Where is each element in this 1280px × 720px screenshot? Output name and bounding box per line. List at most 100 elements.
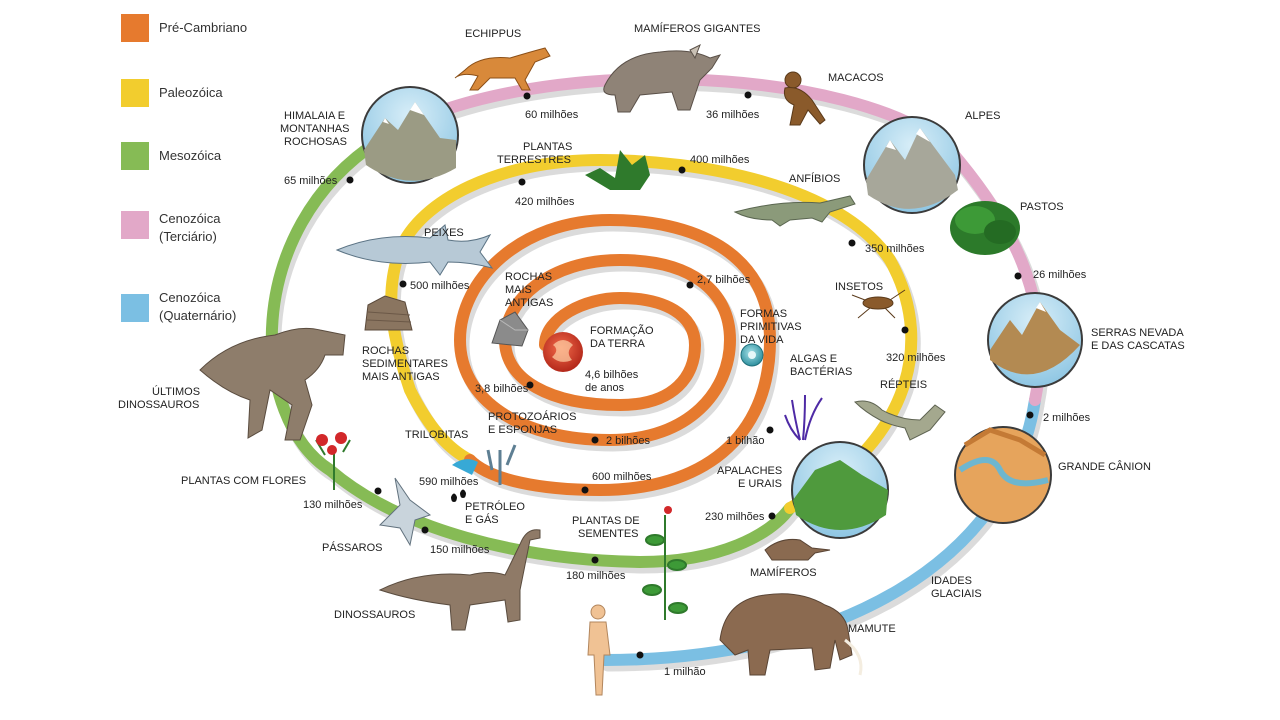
marker-65m	[346, 176, 354, 184]
label-age-36m: 36 milhões	[706, 109, 760, 121]
earth-formation-icon	[543, 332, 583, 372]
marker-130m	[374, 487, 382, 495]
label-age-500m: 500 milhões	[410, 280, 470, 292]
legend-label-terciario-sub: (Terciário)	[159, 229, 217, 244]
algae-seaweed	[784, 394, 823, 441]
label-age-65m: 65 milhões	[284, 175, 338, 187]
trilobite	[452, 459, 478, 475]
reptile-lizard	[854, 400, 946, 441]
legend-swatch-quaternario	[121, 294, 149, 322]
red-flower-plant	[315, 432, 351, 490]
label-peixes: PEIXES	[424, 227, 464, 239]
legend-label-precambriano: Pré-Cambriano	[159, 20, 247, 35]
label-mamiferos-gigantes: MAMÍFEROS GIGANTES	[634, 22, 761, 35]
band-precambriano	[453, 213, 777, 497]
label-age-27b: 2,7 bilhões	[697, 274, 751, 286]
marker-180m	[591, 556, 599, 564]
sedimentary-rock-icon	[364, 295, 413, 331]
label-age-60m: 60 milhões	[525, 109, 579, 121]
label-echippus: ECHIPPUS	[465, 28, 521, 40]
legend-label-paleozoica: Paleozóica	[159, 85, 223, 100]
oldest-rock-icon	[491, 311, 529, 347]
label-age-590m: 590 milhões	[419, 476, 479, 488]
label-age-26m: 26 milhões	[1033, 269, 1087, 281]
label-age-130m: 130 milhões	[303, 499, 363, 511]
legend-label-terciario: Cenozóica	[159, 211, 221, 226]
label-age-1b: 1 bilhão	[726, 435, 765, 447]
time-markers	[346, 91, 1034, 659]
label-macacos: MACACOS	[828, 72, 884, 84]
echippus-animal	[454, 47, 551, 91]
label-age-320m: 320 milhões	[886, 352, 946, 364]
marker-230m	[768, 512, 776, 520]
label-age-150m: 150 milhões	[430, 544, 490, 556]
legend-label-mesozoica: Mesozóica	[159, 148, 222, 163]
label-plantas-flores: PLANTAS COM FLORES	[181, 475, 306, 487]
apalaches-mountains-image	[791, 441, 889, 539]
himalaia-mountains-image	[361, 86, 459, 184]
t-rex-dinosaur	[199, 327, 346, 441]
band-paleozoica	[385, 153, 918, 514]
alpes-mountains-image	[863, 116, 961, 214]
land-plant-fern	[585, 150, 650, 190]
human-figure	[587, 604, 611, 696]
marker-500m	[399, 280, 407, 288]
small-mammal	[764, 539, 831, 561]
legend-swatch-terciario	[121, 211, 149, 239]
label-age-230m: 230 milhões	[705, 511, 765, 523]
label-passaros: PÁSSAROS	[322, 541, 383, 554]
marker-420m	[518, 178, 526, 186]
marker-1m	[636, 651, 644, 659]
label-age-420m: 420 milhões	[515, 196, 575, 208]
legend-label-quaternario: Cenozóica	[159, 290, 221, 305]
label-repteis: RÉPTEIS	[880, 378, 927, 391]
label-age-38b: 3,8 bilhões	[475, 383, 529, 395]
giant-mammal-triceratops	[603, 43, 722, 113]
oil-gas-icon	[451, 489, 466, 502]
primitive-life-cell-icon	[740, 343, 764, 367]
label-age-180m: 180 milhões	[566, 570, 626, 582]
marker-1b	[766, 426, 774, 434]
marker-350m	[848, 239, 856, 247]
marker-2b	[591, 436, 599, 444]
marker-60m	[523, 92, 531, 100]
brontosaurus-dinosaur	[378, 529, 541, 631]
amphibian-animal	[733, 195, 856, 227]
label-trilobitas: TRILOBITAS	[405, 429, 468, 441]
label-insetos: INSETOS	[835, 281, 883, 293]
serras-mountains-image	[987, 292, 1083, 388]
marker-2m	[1026, 411, 1034, 419]
label-age-600m: 600 milhões	[592, 471, 652, 483]
marker-320m	[901, 326, 909, 334]
protozoa-sponge	[486, 444, 517, 485]
label-mamute: MAMUTE	[848, 623, 896, 635]
legend-label-quaternario-sub: (Quaternário)	[159, 308, 236, 323]
marker-27b	[686, 281, 694, 289]
marker-26m	[1014, 272, 1022, 280]
marker-38b	[526, 381, 534, 389]
shark-fish	[335, 224, 494, 276]
label-age-1m: 1 milhão	[664, 666, 706, 678]
pastos-grass-image	[950, 201, 1020, 255]
label-age-2m: 2 milhões	[1043, 412, 1091, 424]
label-mamiferos: MAMÍFEROS	[750, 566, 817, 579]
macaco-monkey	[783, 71, 826, 126]
label-anfibios: ANFÍBIOS	[789, 172, 840, 185]
marker-600m	[581, 486, 589, 494]
legend: Pré-Cambriano Paleozóica Mesozóica Cenoz…	[121, 14, 247, 323]
marker-150m	[421, 526, 429, 534]
